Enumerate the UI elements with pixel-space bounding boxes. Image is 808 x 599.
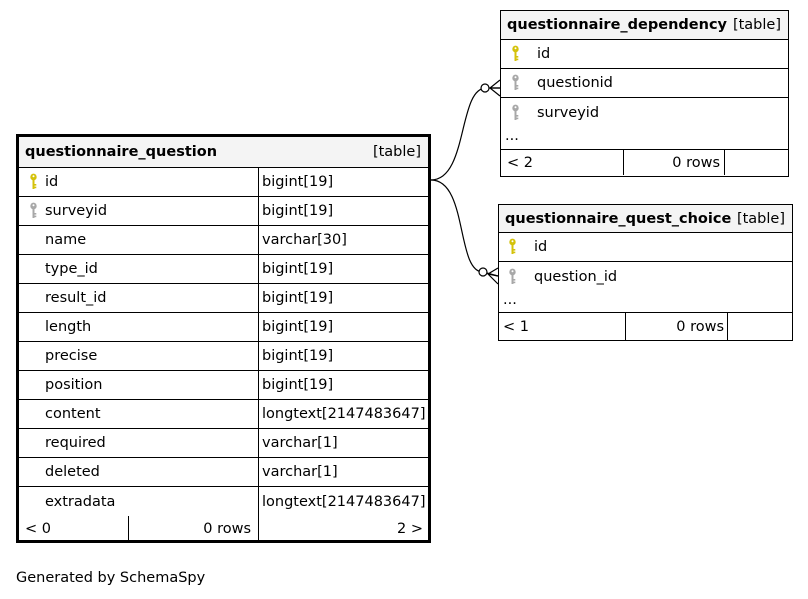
- relation-line-choice: [430, 179, 499, 277]
- column-name: result_id: [45, 290, 107, 306]
- column-row-name[interactable]: name varchar[30]: [19, 226, 428, 255]
- column-name: id: [45, 174, 59, 190]
- table-kind: [table]: [736, 210, 785, 227]
- row-count: 0 rows: [203, 520, 251, 537]
- column-row-position[interactable]: position bigint[19]: [19, 371, 428, 400]
- column-row-surveyid[interactable]: surveyid: [501, 98, 788, 127]
- column-row-deleted[interactable]: deleted varchar[1]: [19, 458, 428, 487]
- more-columns-ellipsis: ...: [503, 291, 517, 308]
- parent-count: < 2: [507, 154, 533, 171]
- relation-line-dependency: [430, 87, 500, 181]
- key-icon: [509, 238, 516, 254]
- column-row-length[interactable]: length bigint[19]: [19, 313, 428, 342]
- relation-optional-marker-choice: [478, 267, 488, 277]
- column-row-required[interactable]: required varchar[1]: [19, 429, 428, 458]
- column-type: varchar[1]: [262, 464, 338, 480]
- row-count: 0 rows: [672, 154, 720, 171]
- column-name: content: [45, 406, 101, 422]
- column-row-extradata[interactable]: extradata longtext[2147483647]: [19, 487, 428, 516]
- column-name: deleted: [45, 464, 100, 480]
- column-row-id[interactable]: id bigint[19]: [19, 168, 428, 197]
- foreign-key-icon: [512, 74, 519, 90]
- column-name: id: [537, 46, 551, 62]
- table-kind: [table]: [372, 144, 421, 160]
- column-type: longtext[2147483647]: [262, 493, 426, 510]
- parent-count: < 1: [503, 318, 529, 335]
- table-questionnaire-quest-choice[interactable]: questionnaire_quest_choice [table] id que…: [498, 204, 793, 341]
- column-name: type_id: [45, 261, 98, 277]
- table-header[interactable]: questionnaire_dependency [table]: [501, 11, 788, 40]
- relation-crowfoot-dependency: [489, 79, 501, 97]
- more-columns-row: ...: [501, 127, 788, 150]
- relation-crowfoot-choice: [487, 267, 499, 285]
- table-header[interactable]: questionnaire_quest_choice [table]: [499, 205, 792, 233]
- column-type: bigint[19]: [262, 174, 334, 190]
- key-icon: [512, 45, 519, 61]
- column-name: name: [45, 232, 87, 248]
- column-row-result-id[interactable]: result_id bigint[19]: [19, 284, 428, 313]
- column-type: bigint[19]: [262, 203, 334, 219]
- column-name: surveyid: [45, 203, 108, 219]
- table-questionnaire-question[interactable]: questionnaire_question [table] id bigint[…: [16, 134, 431, 543]
- column-name: id: [534, 239, 548, 255]
- column-row-question-id[interactable]: question_id: [499, 262, 792, 291]
- column-type: bigint[19]: [262, 261, 334, 277]
- column-type: varchar[1]: [262, 435, 338, 451]
- column-name: questionid: [537, 75, 613, 91]
- column-name: question_id: [534, 268, 618, 285]
- table-footer: < 0 0 rows 2 >: [19, 516, 428, 541]
- table-header[interactable]: questionnaire_question [table]: [19, 137, 428, 168]
- more-columns-row: ...: [499, 291, 792, 313]
- column-name: extradata: [45, 493, 116, 510]
- column-row-type-id[interactable]: type_id bigint[19]: [19, 255, 428, 284]
- column-type: varchar[30]: [262, 232, 347, 248]
- column-name: position: [45, 377, 103, 393]
- column-name: length: [45, 319, 92, 335]
- column-type: bigint[19]: [262, 348, 334, 364]
- foreign-key-icon: [30, 202, 37, 218]
- column-row-surveyid[interactable]: surveyid bigint[19]: [19, 197, 428, 226]
- table-footer: < 2 0 rows: [501, 150, 788, 175]
- table-name: questionnaire_dependency: [507, 17, 727, 33]
- row-count: 0 rows: [676, 318, 724, 335]
- table-footer: < 1 0 rows: [499, 313, 792, 340]
- table-kind: [table]: [732, 17, 781, 33]
- table-name: questionnaire_quest_choice: [505, 210, 732, 227]
- column-type: bigint[19]: [262, 290, 334, 306]
- table-name: questionnaire_question: [25, 144, 218, 160]
- parent-count: < 0: [25, 520, 51, 537]
- relation-optional-marker-dependency: [480, 83, 490, 93]
- foreign-key-icon: [509, 268, 516, 284]
- more-columns-ellipsis: ...: [505, 128, 519, 145]
- column-row-id[interactable]: id: [501, 40, 788, 69]
- column-row-questionid[interactable]: questionid: [501, 69, 788, 98]
- foreign-key-icon: [512, 104, 519, 120]
- column-row-id[interactable]: id: [499, 233, 792, 262]
- column-name: surveyid: [537, 104, 600, 121]
- key-icon: [30, 173, 37, 189]
- column-name: precise: [45, 348, 98, 364]
- column-type: bigint[19]: [262, 377, 334, 393]
- column-row-precise[interactable]: precise bigint[19]: [19, 342, 428, 371]
- column-type: bigint[19]: [262, 319, 334, 335]
- child-count: 2 >: [397, 520, 423, 537]
- column-row-content[interactable]: content longtext[2147483647]: [19, 400, 428, 429]
- table-questionnaire-dependency[interactable]: questionnaire_dependency [table] id quest…: [500, 10, 789, 177]
- column-name: required: [45, 435, 106, 451]
- generated-by-label: Generated by SchemaSpy: [16, 570, 206, 586]
- column-type: longtext[2147483647]: [262, 406, 426, 422]
